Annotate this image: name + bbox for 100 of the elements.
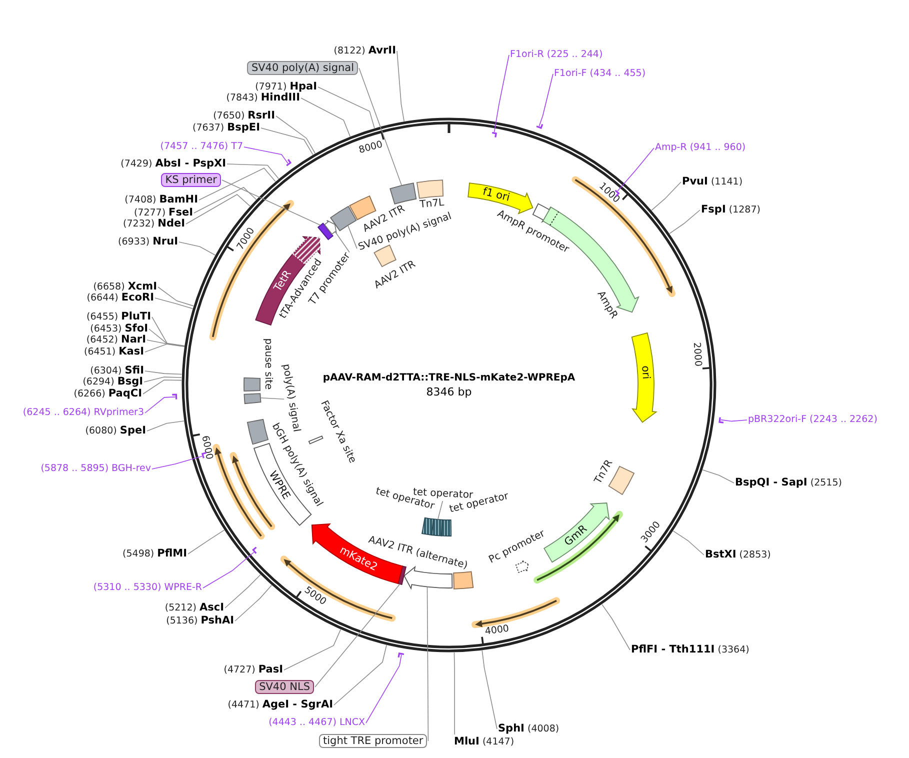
enzyme-label: (5212) AscI: [164, 602, 224, 614]
leader-line: [602, 604, 630, 650]
leader-line: [334, 231, 350, 253]
primer-mark: [536, 124, 544, 129]
leader-line: [222, 180, 321, 226]
enzyme-label: PflFI - Tth111I (3364): [631, 644, 750, 656]
plasmid-name: pAAV-RAM-d2TTA::TRE-NLS-mKate2-WPREpA: [322, 372, 576, 384]
enzyme-label: (6453) SfoI: [90, 322, 148, 336]
primer-mark: [718, 417, 724, 424]
leader-line: [538, 74, 554, 127]
enzyme-label: (7650) RsrII: [213, 110, 275, 122]
enzyme-label: MluI (4147): [454, 736, 514, 748]
primer-label: pBR322ori-F (2243 .. 2262): [748, 414, 878, 426]
primer-mark: [286, 159, 292, 166]
feature-mark: [318, 222, 334, 240]
feature-box: [453, 571, 474, 590]
feature-name: ori: [639, 365, 652, 380]
leader-line: [234, 584, 272, 622]
enzyme-label: (8122) AvrII: [334, 44, 396, 58]
enzyme-label: (6266) PaqCI: [74, 388, 142, 400]
leader-line: [244, 146, 288, 164]
enzyme-label: (4727) PasI: [224, 664, 283, 676]
feature-name: f1 ori: [482, 186, 511, 204]
feature-mark: [308, 436, 324, 444]
feature-tag: SV40 NLS: [255, 680, 314, 694]
leader-line: [482, 650, 498, 730]
leader-line: [672, 530, 704, 556]
leader-line: [144, 344, 185, 352]
leader-line: [198, 168, 276, 200]
tick-label: 8000: [358, 139, 384, 156]
enzyme-label: (5498) PflMI: [122, 548, 187, 560]
leader-line: [284, 629, 342, 670]
enzyme-label: (6080) SpeI: [85, 424, 146, 438]
primer-label: F1ori-F (434 .. 455): [554, 68, 646, 80]
leader-line: [720, 419, 748, 422]
leader-line: [494, 54, 510, 132]
feature-arc: [324, 220, 337, 235]
primer-mark: [202, 452, 206, 458]
feature-tag: SV40 poly(A) signal: [247, 61, 358, 75]
leader-line: [194, 186, 257, 214]
primer-label: (7457 .. 7476) T7: [160, 141, 243, 153]
feature-box: [244, 377, 261, 392]
primer-mark: [614, 190, 620, 197]
feature-tag: KS primer: [161, 173, 221, 187]
enzyme-label: PvuI (1141): [682, 176, 743, 188]
leader-line: [186, 194, 250, 224]
enzyme-label: (7277) FseI: [134, 206, 193, 220]
leader-line: [146, 420, 184, 432]
feature-box: [246, 419, 269, 445]
feature-arc: [544, 502, 610, 563]
enzyme-label: (7429) AbsI - PspXI: [120, 158, 226, 170]
leader-line: [178, 242, 216, 256]
enzyme-label: (6294) BsgI: [82, 376, 143, 388]
leader-line: [158, 286, 194, 306]
primer-label: F1ori-R (225 .. 244): [510, 49, 603, 61]
primer-label: Amp-R (941 .. 960): [655, 142, 746, 154]
leader-line: [702, 469, 734, 484]
primer-mark: [492, 132, 497, 138]
tick-label: 4000: [484, 623, 510, 638]
leader-line: [188, 530, 225, 554]
enzyme-label: (5136) PshAI: [166, 614, 234, 628]
enzyme-label: FspI (1287): [701, 204, 760, 216]
primer-label: (5878 .. 5895) BGH-rev: [40, 463, 151, 475]
leader-line: [260, 397, 284, 400]
enzyme-label: BspQI - SapI (2515): [735, 476, 842, 490]
enzyme-label: (6452) NarI: [86, 334, 146, 346]
leader-line: [142, 380, 182, 394]
primer-label: (5310 .. 5330) WPRE-R: [93, 582, 202, 594]
plasmid-size: 8346 bp: [426, 386, 472, 398]
leader-line: [202, 552, 254, 588]
leader-line: [437, 500, 444, 520]
enzyme-label: (6644) EcoRI: [86, 292, 154, 304]
enzyme-label: (7971) HpaI: [255, 80, 317, 94]
feature-box: [422, 517, 434, 536]
leader-line: [617, 148, 654, 192]
leader-line: [148, 328, 185, 347]
leader-line: [347, 224, 358, 249]
enzyme-label: (6451) KasI: [84, 346, 144, 358]
feature-arc: [515, 560, 529, 573]
feature-box: [244, 393, 262, 404]
primer-label: (6245 .. 6264) RVprimer3: [22, 407, 144, 419]
leader-line: [669, 210, 700, 234]
leader-line: [300, 98, 350, 137]
feature-arc: [631, 332, 657, 423]
primer-label: (4443 .. 4467) LNCX: [268, 717, 365, 729]
enzyme-label: (4471) AgeI - SgrAI: [228, 698, 333, 712]
enzyme-label: (6933) NruI: [118, 236, 178, 248]
primer-mark: [398, 652, 404, 658]
leader-line: [358, 68, 402, 186]
feature-label: pause site: [262, 338, 274, 390]
enzyme-label: (6455) PluTI: [86, 310, 151, 324]
primer-mark: [172, 394, 178, 400]
leader-line: [144, 396, 176, 414]
leader-line: [146, 340, 185, 347]
leader-line: [154, 298, 194, 310]
enzyme-label: (6658) XcmI: [93, 280, 157, 294]
leader-line: [396, 50, 404, 122]
feature-box: [390, 182, 417, 204]
enzyme-label: (7637) BspEI: [192, 122, 260, 134]
tick-label: 6000: [199, 434, 215, 461]
